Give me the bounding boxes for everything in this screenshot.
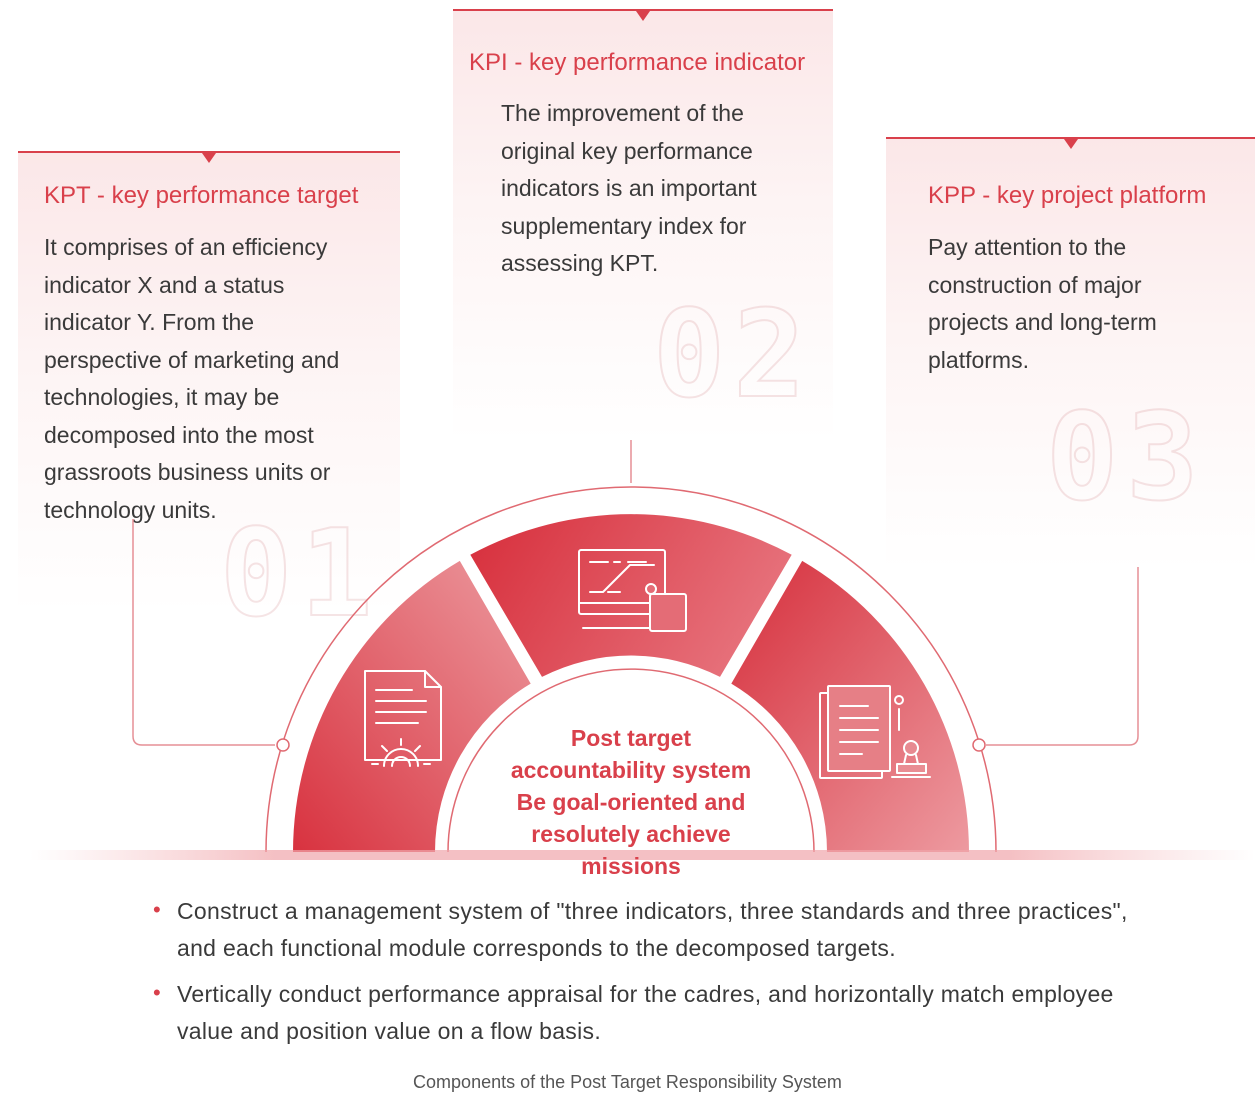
connector-line-right (986, 567, 1139, 746)
list-item: • Construct a management system of "thre… (150, 893, 1150, 967)
card-title: KPI - key performance indicator (469, 49, 806, 76)
card-body: The improvement of the original key perf… (501, 100, 757, 276)
inner-ring (447, 668, 815, 853)
connector-dot-left (276, 738, 290, 752)
segment-left (293, 560, 531, 852)
connector-line-left (132, 519, 275, 746)
card-kpt: KPT - key performance target It comprise… (18, 151, 400, 645)
semicircle-diagram (30, 440, 1255, 860)
document-gear-icon (364, 670, 442, 767)
floor-band (30, 850, 1255, 860)
card-title: KPT - key performance target (44, 182, 359, 209)
center-line-3: Be goal-oriented and (516, 789, 746, 815)
segment-middle (470, 514, 792, 677)
center-line-5: missions (581, 853, 681, 879)
bullet-text: Construct a management system of "three … (177, 898, 1128, 961)
card-body: It comprises of an efficiency indicator … (44, 234, 340, 523)
card-number: 03 (1045, 388, 1207, 529)
figure-caption: Components of the Post Target Responsibi… (413, 1072, 842, 1092)
card-title: KPP - key project platform (928, 182, 1207, 209)
center-line-2: accountability system (510, 757, 752, 783)
card-notch (636, 11, 650, 21)
card-body: Pay attention to the construction of maj… (928, 234, 1157, 373)
card-notch (1063, 139, 1078, 149)
document-stamp-icon (819, 685, 931, 779)
bullet-dot-icon: • (153, 897, 162, 922)
monitor-chart-icon (578, 549, 687, 632)
center-label: Post target accountability system Be goa… (500, 722, 762, 882)
list-item: • Vertically conduct performance apprais… (150, 976, 1150, 1050)
card-kpp: KPP - key project platform Pay attention… (886, 137, 1255, 569)
bullet-list: • Construct a management system of "thre… (150, 893, 1150, 1059)
card-number: 02 (652, 285, 814, 426)
bullet-dot-icon: • (153, 980, 162, 1005)
outer-arc (265, 486, 997, 853)
bullet-text: Vertically conduct performance appraisal… (177, 981, 1114, 1044)
center-line-1: Post target (570, 725, 692, 751)
card-kpi: KPI - key performance indicator The impr… (453, 9, 833, 441)
connector-dot-right (972, 738, 986, 752)
card-notch (202, 153, 216, 163)
center-line-4: resolutely achieve (531, 821, 731, 847)
